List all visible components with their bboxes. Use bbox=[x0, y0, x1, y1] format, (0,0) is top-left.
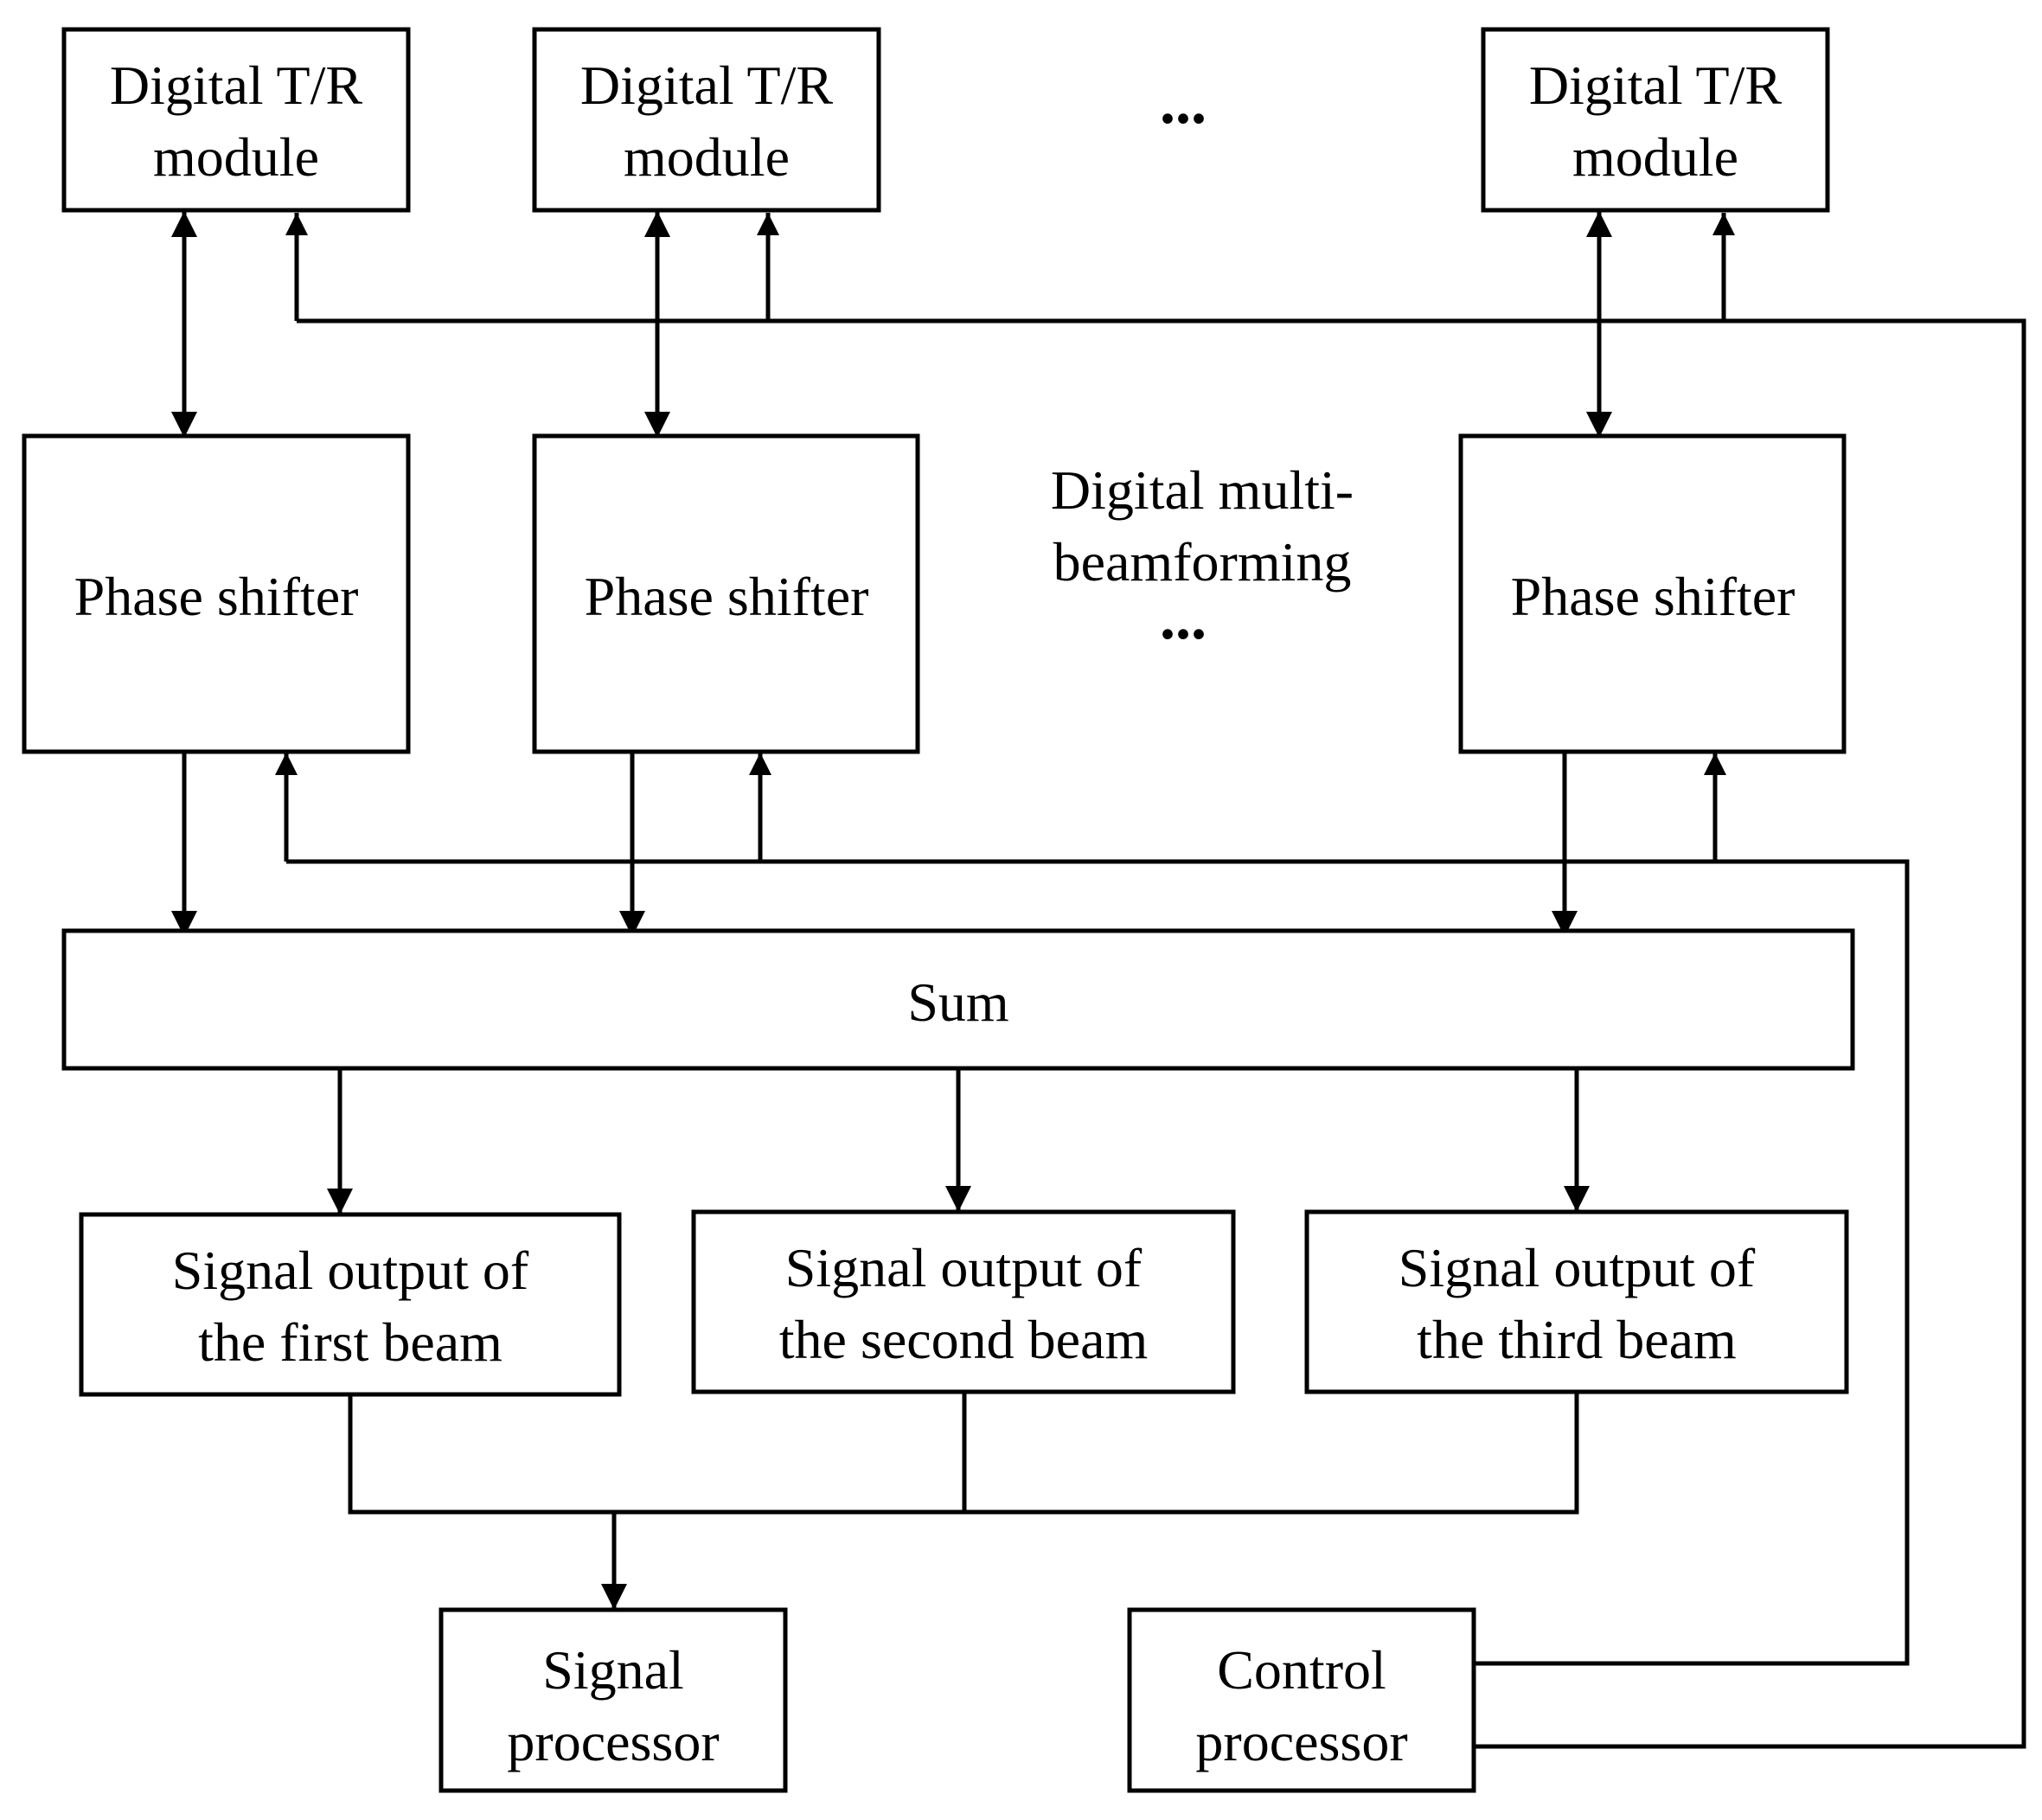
tr-module-3-line2: module bbox=[1572, 126, 1738, 188]
tr-module-2: Digital T/R module bbox=[532, 27, 881, 213]
control-processor-line2: processor bbox=[1195, 1711, 1407, 1772]
tr-module-3: Digital T/R module bbox=[1481, 27, 1830, 213]
tr-module-2-line1: Digital T/R bbox=[580, 54, 833, 116]
control-processor-line1: Control bbox=[1217, 1639, 1386, 1701]
phase-shifter-1-label: Phase shifter bbox=[74, 566, 359, 627]
connections bbox=[171, 211, 2026, 1749]
tr-module-1-line1: Digital T/R bbox=[110, 54, 362, 116]
phase-shifter-3-label: Phase shifter bbox=[1511, 566, 1796, 627]
top-ellipsis: ... bbox=[1160, 67, 1207, 137]
output-third-beam-line1: Signal output of bbox=[1399, 1237, 1756, 1298]
sum-block: Sum bbox=[61, 928, 1855, 1071]
phase-shifter-2-label: Phase shifter bbox=[585, 566, 869, 627]
output-second-beam-line1: Signal output of bbox=[785, 1237, 1143, 1298]
output-third-beam-line2: the third beam bbox=[1417, 1309, 1737, 1370]
output-second-beam-line2: the second beam bbox=[779, 1309, 1149, 1370]
output-third-beam: Signal output of the third beam bbox=[1304, 1209, 1849, 1394]
phase-shifter-1: Phase shifter bbox=[22, 433, 411, 754]
signal-processor-line2: processor bbox=[507, 1711, 719, 1772]
phase-shifter-3: Phase shifter bbox=[1458, 433, 1847, 754]
control-bus-tr bbox=[297, 318, 2026, 1749]
sum-label: Sum bbox=[907, 971, 1008, 1033]
tr-module-2-line2: module bbox=[624, 126, 790, 188]
center-label-line2: beamforming bbox=[1053, 531, 1352, 593]
signal-processor-line1: Signal bbox=[542, 1639, 684, 1701]
signal-processor: Signal processor bbox=[438, 1607, 788, 1793]
tr-module-1: Digital T/R module bbox=[61, 27, 411, 213]
control-bus-ps bbox=[286, 859, 1910, 1666]
phase-shifter-2: Phase shifter bbox=[532, 433, 920, 754]
center-label-line1: Digital multi- bbox=[1051, 459, 1354, 521]
output-first-beam: Signal output of the first beam bbox=[79, 1212, 622, 1397]
middle-ellipsis: ... bbox=[1160, 583, 1207, 652]
output-first-beam-line2: the first beam bbox=[198, 1311, 502, 1373]
tr-module-3-line1: Digital T/R bbox=[1529, 54, 1782, 116]
control-processor: Control processor bbox=[1127, 1607, 1476, 1793]
output-second-beam: Signal output of the second beam bbox=[691, 1209, 1236, 1394]
tr-module-1-line2: module bbox=[153, 126, 319, 188]
output-first-beam-line1: Signal output of bbox=[172, 1240, 529, 1301]
